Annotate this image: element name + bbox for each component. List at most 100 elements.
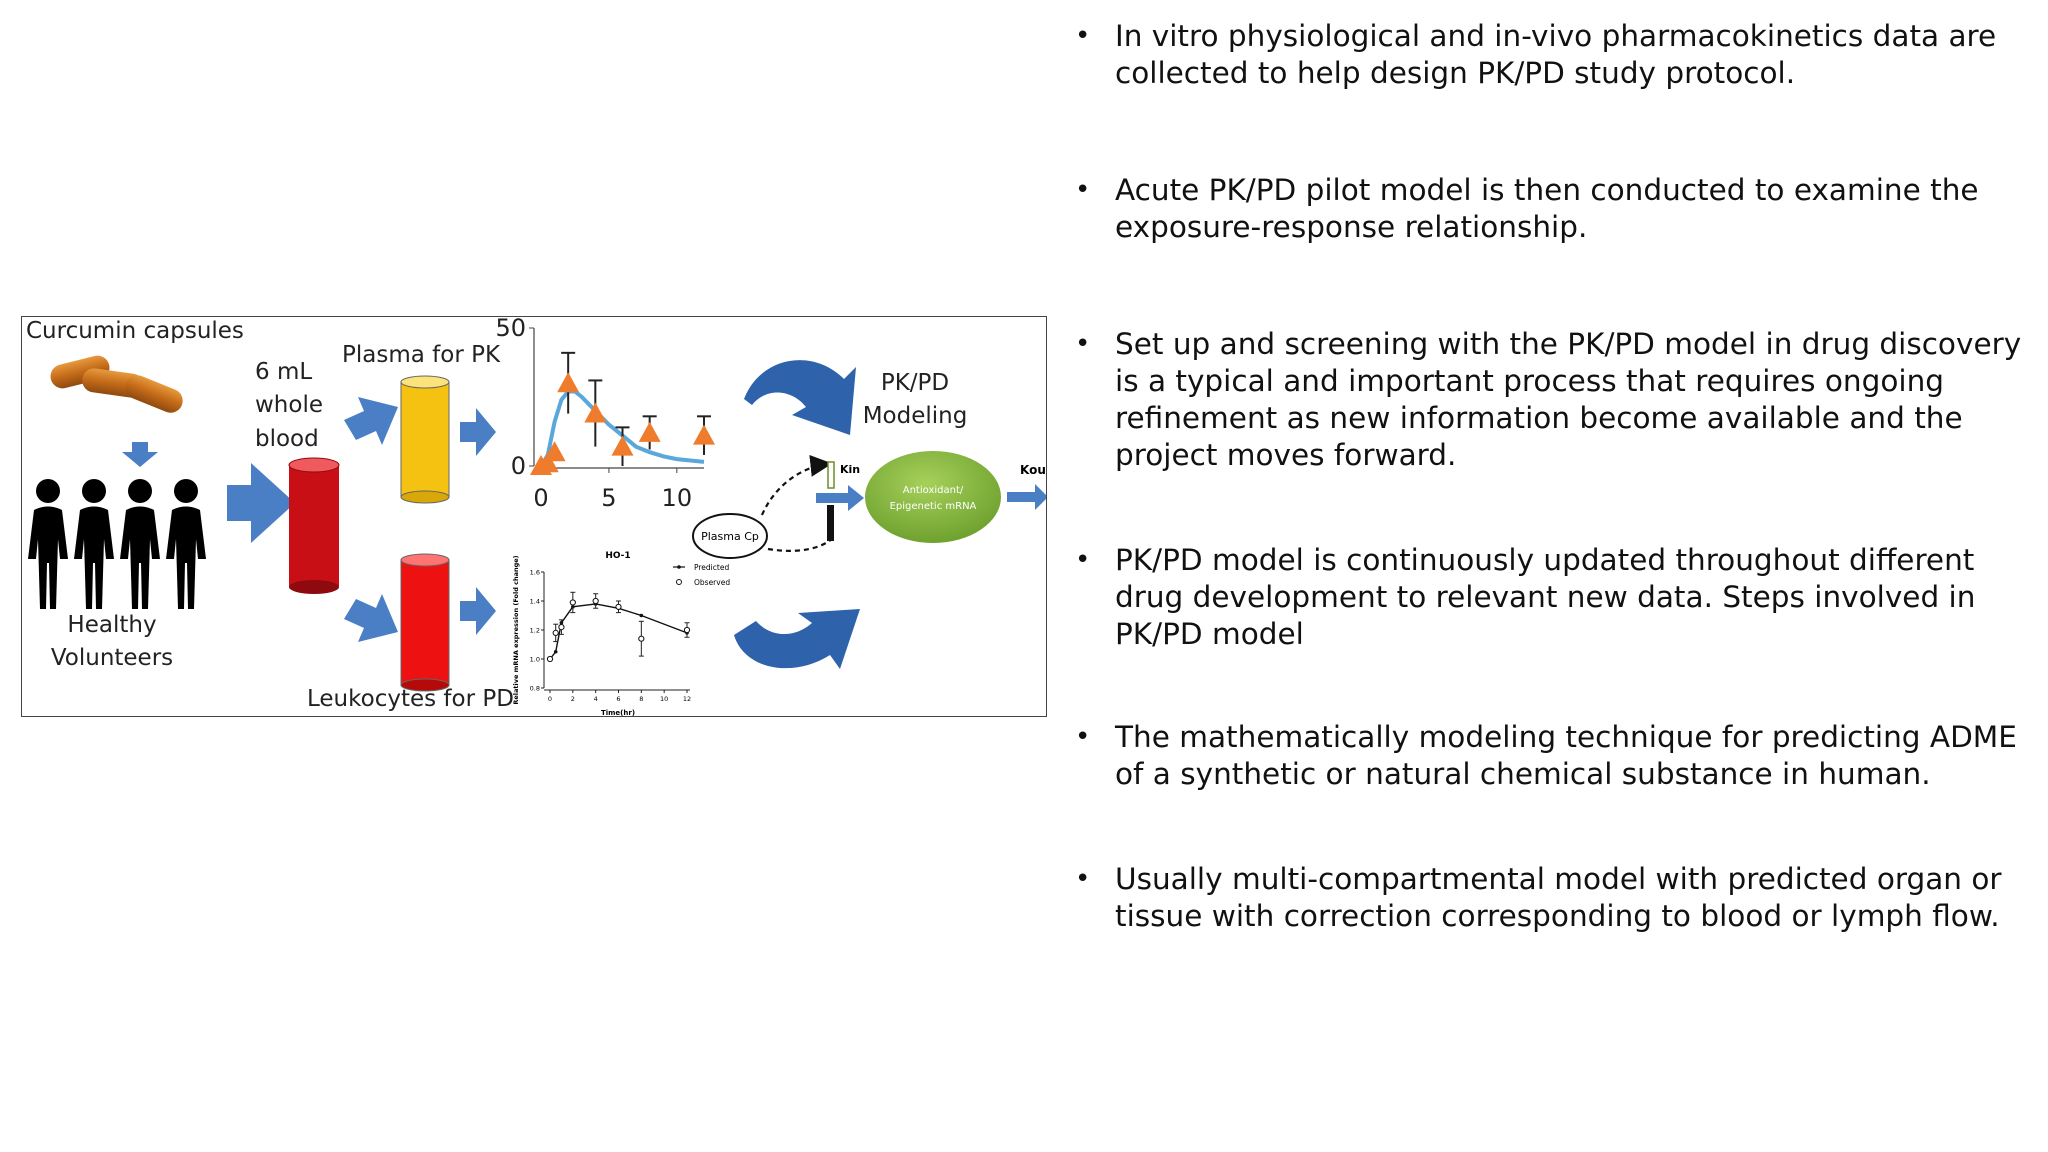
arrow-to-pk-chart — [460, 408, 496, 456]
bullet-dot: • — [1075, 329, 1091, 359]
bullet-dot: • — [1075, 864, 1091, 894]
pk-x-tick-label: 5 — [601, 484, 616, 512]
down-arrow-icon — [122, 442, 158, 467]
pd-predicted-line — [549, 603, 688, 660]
arrow-kout — [1007, 484, 1046, 510]
dashed-arrow-inhibit — [767, 538, 833, 552]
pk-data-point — [693, 424, 715, 445]
pd-chart-title: HO-1 — [605, 551, 630, 561]
capsule-icon — [50, 355, 183, 413]
pd-y-axis-label: Relative mRNA expression (Fold change) — [512, 555, 520, 704]
pd-legend-predicted-dot — [677, 565, 681, 569]
pd-y-tick-label: 0.8 — [530, 685, 540, 693]
pd-legend-observed-label: Observed — [694, 578, 730, 587]
bullet-item: • Acute PK/PD pilot model is then conduct… — [1075, 172, 2035, 246]
pd-y-tick-label: 1.2 — [530, 627, 540, 635]
person-head — [128, 479, 152, 503]
person-head — [82, 479, 106, 503]
pk-x-tick-label: 0 — [533, 484, 548, 512]
plasma-cp-node — [692, 513, 768, 559]
bullet-dot: • — [1075, 21, 1091, 51]
blood-tube — [288, 457, 340, 594]
pd-x-tick-label: 10 — [660, 695, 668, 703]
arrow-kin-to-response — [816, 485, 864, 511]
bullet-list: • In vitro physiological and in-vivo phar… — [1075, 18, 2035, 935]
person-body — [120, 506, 160, 609]
person-body — [166, 506, 206, 609]
bullet-dot: • — [1075, 545, 1091, 575]
pd-y-tick-label: 1.6 — [530, 569, 540, 577]
person-icon — [166, 479, 206, 609]
curcumin-label: Curcumin capsules — [26, 318, 244, 344]
bullet-text: Set up and screening with the PK/PD mode… — [1115, 327, 2022, 472]
bullet-item: •Usually multi-compartmental model with … — [1075, 861, 2035, 935]
modeling-label-line-1: PK/PD — [880, 370, 950, 396]
pk-y-tick-label: 50 — [495, 317, 526, 342]
bullet-text: In vitro physiological and in-vivo pharm… — [1115, 19, 1997, 90]
bullet-dot: • — [1075, 175, 1091, 205]
bullet-text: PK/PD model is continuously updated thro… — [1115, 543, 1976, 651]
pd-observed-point — [558, 624, 565, 631]
pd-predicted-point — [639, 613, 644, 618]
arrow-to-leukocytes — [344, 594, 398, 642]
pd-y-tick-label: 1.4 — [530, 598, 540, 606]
dashed-arrow-kin — [760, 454, 833, 516]
pd-x-tick-label: 2 — [571, 695, 575, 703]
pd-x-axis-label: Time(hr) — [601, 709, 635, 717]
volunteers-label-line-1: Healthy — [67, 612, 157, 638]
pk-data-point — [638, 421, 661, 442]
bullet-item: • The mathematically modeling technique f… — [1075, 719, 2035, 793]
leukocyte-tube — [400, 553, 450, 692]
kin-label: Kin — [840, 463, 860, 476]
pd-x-tick-label: 0 — [548, 695, 552, 703]
inhibition-bar — [827, 505, 834, 541]
blood-label-line-3: blood — [255, 425, 319, 452]
pd-observed-point — [615, 603, 622, 610]
person-icon — [74, 479, 114, 609]
pd-observed-point — [552, 629, 559, 636]
person-head — [174, 479, 198, 503]
response-node — [865, 451, 1001, 543]
bullet-dot: • — [1075, 722, 1091, 752]
person-icon — [120, 479, 160, 609]
pk-data-point — [536, 452, 559, 473]
arrow-to-pd-chart — [460, 587, 496, 635]
pk-chart: 0 5 10 0 50 — [495, 317, 715, 512]
pk-data-point — [584, 402, 607, 423]
person-body — [74, 506, 114, 609]
pd-y-tick-label: 1.0 — [530, 656, 540, 664]
plasma-tube — [400, 375, 450, 504]
pd-x-tick-label: 4 — [594, 695, 598, 703]
curved-arrow-top-icon — [744, 360, 856, 435]
volunteers-group — [28, 479, 206, 609]
plasma-cp-label: Plasma Cp — [701, 530, 759, 543]
leukocytes-pd-label: Leukocytes for PD — [307, 686, 514, 712]
pd-x-tick-label: 12 — [683, 695, 691, 703]
volunteers-label-line-2: Volunteers — [50, 645, 174, 672]
bullet-item: • Set up and screening with the PK/PD mod… — [1075, 326, 2035, 474]
blood-volume-label: 6 mL whole blood — [255, 356, 323, 456]
response-label-2: Epigenetic mRNA — [890, 501, 977, 512]
person-body — [28, 506, 68, 609]
pd-observed-point — [569, 599, 576, 606]
pk-data-point — [543, 441, 566, 462]
kout-label: Kout — [1020, 463, 1047, 477]
pd-observed-point — [592, 597, 599, 605]
bullet-text: The mathematically modeling technique fo… — [1115, 720, 2017, 791]
curved-arrow-bottom-icon — [734, 609, 860, 669]
blood-label-line-1: 6 mL — [255, 359, 313, 385]
pd-predicted-point — [553, 649, 558, 654]
bullet-text: Acute PK/PD pilot model is then conducte… — [1115, 173, 1979, 244]
pk-x-tick-label: 10 — [662, 484, 693, 512]
pd-legend-predicted-label: Predicted — [694, 563, 729, 572]
pd-x-tick-label: 8 — [639, 695, 643, 703]
response-label-1: Antioxidant/ — [903, 485, 964, 496]
pk-y-tick-label: 0 — [511, 452, 526, 480]
arrow-to-plasma — [344, 397, 398, 445]
person-head — [36, 479, 60, 503]
volunteers-label: Healthy Volunteers — [32, 609, 192, 676]
modeling-label-line-2: Modeling — [862, 403, 968, 430]
